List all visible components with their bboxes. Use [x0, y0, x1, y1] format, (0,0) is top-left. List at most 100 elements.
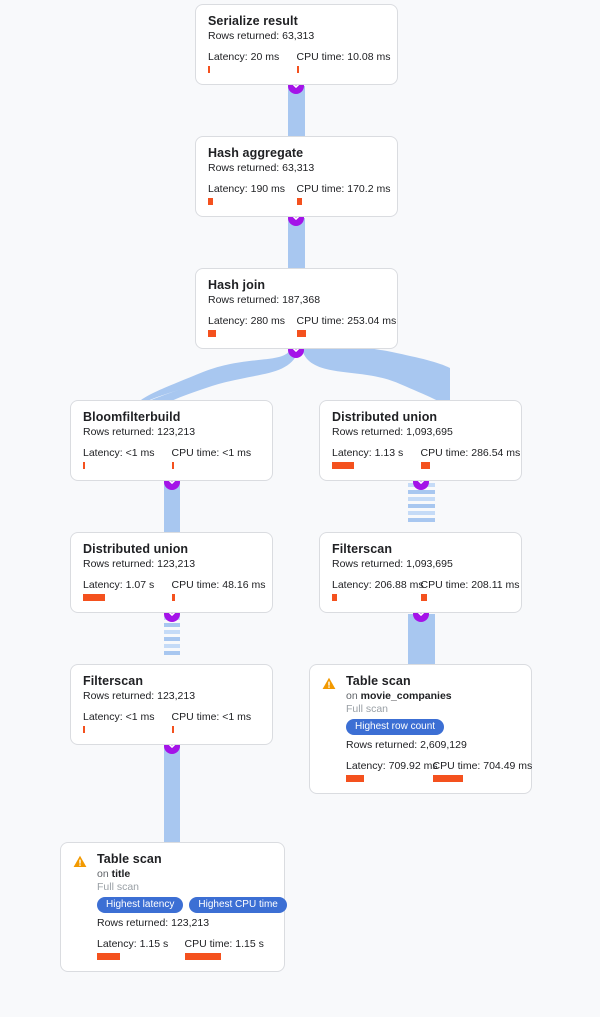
cpu-bar: [171, 726, 174, 733]
cpu-metric: CPU time: 1.15 s: [184, 938, 273, 960]
edge-distributedunion-to-filterscan-left: [164, 616, 180, 655]
latency-label: Latency: 206.88 ms: [332, 579, 424, 591]
cpu-label: CPU time: 704.49 ms: [432, 760, 533, 772]
node-title: Filterscan: [83, 674, 144, 688]
node-metrics: Latency: <1 ms CPU time: <1 ms: [83, 447, 260, 469]
node-rows-returned: Rows returned: 2,609,129: [346, 739, 467, 751]
cpu-label: CPU time: 208.11 ms: [420, 579, 520, 591]
latency-bar: [97, 953, 120, 960]
latency-bar: [332, 594, 337, 601]
node-title: Bloomfilterbuild: [83, 410, 181, 424]
edge-hashjoin-to-bloomfilterbuild: [141, 350, 293, 404]
node-metrics: Latency: 206.88 ms CPU time: 208.11 ms: [332, 579, 520, 601]
status-badge-latency[interactable]: Highest latency: [97, 897, 184, 913]
edge-serialize-to-hashaggregate: [288, 86, 305, 138]
plan-node-distributed-union-left[interactable]: Distributed union Rows returned: 123,213…: [70, 532, 273, 613]
node-rows-returned: Rows returned: 187,368: [208, 294, 321, 306]
cpu-bar: [432, 775, 463, 782]
cpu-bar: [296, 330, 306, 337]
node-metrics: Latency: 1.13 s CPU time: 286.54 ms: [332, 447, 521, 469]
cpu-metric: CPU time: <1 ms: [171, 447, 261, 469]
cpu-metric: CPU time: 253.04 ms: [296, 315, 396, 337]
plan-node-filterscan-left[interactable]: Filterscan Rows returned: 123,213 Latenc…: [70, 664, 273, 745]
warning-triangle-icon: [322, 677, 336, 690]
edge-filterscan-to-tablescan-right: [408, 614, 435, 666]
cpu-bar: [171, 594, 175, 601]
latency-metric: Latency: <1 ms: [83, 447, 172, 469]
latency-bar: [208, 330, 216, 337]
plan-node-filterscan-right[interactable]: Filterscan Rows returned: 1,093,695 Late…: [319, 532, 522, 613]
latency-bar: [332, 462, 354, 469]
cpu-label: CPU time: <1 ms: [171, 447, 252, 459]
node-metrics: Latency: 190 ms CPU time: 170.2 ms: [208, 183, 391, 205]
cpu-metric: CPU time: 170.2 ms: [296, 183, 391, 205]
latency-metric: Latency: 206.88 ms: [332, 579, 424, 601]
latency-metric: Latency: 190 ms: [208, 183, 297, 205]
edge-hashjoin-to-distributedunion-right: [302, 345, 450, 408]
plan-node-hash-aggregate[interactable]: Hash aggregate Rows returned: 63,313 Lat…: [195, 136, 398, 217]
plan-node-bloomfilterbuild[interactable]: Bloomfilterbuild Rows returned: 123,213 …: [70, 400, 273, 481]
latency-bar: [208, 198, 213, 205]
node-table-reference: on title: [97, 868, 272, 880]
node-metrics: Latency: 20 ms CPU time: 10.08 ms: [208, 51, 391, 73]
node-title: Table scan: [97, 852, 162, 866]
latency-label: Latency: 709.92 ms: [346, 760, 438, 772]
plan-node-distributed-union-right[interactable]: Distributed union Rows returned: 1,093,6…: [319, 400, 522, 481]
status-badge[interactable]: Highest row count: [346, 719, 445, 735]
latency-label: Latency: 1.07 s: [83, 579, 155, 591]
plan-node-table-scan-movie-companies[interactable]: Table scan on movie_companies Full scan …: [309, 664, 532, 794]
cpu-bar: [171, 462, 174, 469]
cpu-bar: [184, 953, 221, 960]
node-title: Hash join: [208, 278, 266, 292]
plan-node-table-scan-title[interactable]: Table scan on title Full scan Highest la…: [60, 842, 287, 972]
latency-metric: Latency: <1 ms: [83, 711, 172, 733]
status-badge-cpu[interactable]: Highest CPU time: [189, 897, 287, 913]
node-scan-type: Full scan: [97, 881, 140, 893]
node-table-reference: on movie_companies: [346, 690, 519, 702]
latency-bar: [208, 66, 210, 73]
cpu-bar: [296, 66, 299, 73]
latency-metric: Latency: 20 ms: [208, 51, 297, 73]
node-rows-returned: Rows returned: 123,213: [83, 558, 196, 570]
edge-bloomfilterbuild-to-distributedunion: [164, 482, 180, 534]
warning-triangle-icon: [73, 855, 87, 868]
latency-label: Latency: 1.13 s: [332, 447, 404, 459]
node-rows-returned: Rows returned: 63,313: [208, 30, 315, 42]
cpu-bar: [420, 462, 430, 469]
cpu-label: CPU time: 10.08 ms: [296, 51, 391, 63]
on-prefix: on: [97, 868, 112, 880]
node-metrics: Latency: 1.07 s CPU time: 48.16 ms: [83, 579, 266, 601]
cpu-bar: [420, 594, 427, 601]
node-badges: Highest latency Highest CPU time: [97, 897, 287, 913]
cpu-metric: CPU time: <1 ms: [171, 711, 261, 733]
cpu-label: CPU time: 286.54 ms: [420, 447, 521, 459]
edge-filterscan-to-tablescan-left: [164, 746, 180, 844]
node-rows-returned: Rows returned: 63,313: [208, 162, 315, 174]
cpu-label: CPU time: 48.16 ms: [171, 579, 266, 591]
edge-distributedunion-to-filterscan-right: [408, 483, 435, 522]
node-metrics: Latency: 280 ms CPU time: 253.04 ms: [208, 315, 396, 337]
latency-metric: Latency: 1.07 s: [83, 579, 172, 601]
cpu-metric: CPU time: 286.54 ms: [420, 447, 521, 469]
plan-node-hash-join[interactable]: Hash join Rows returned: 187,368 Latency…: [195, 268, 398, 349]
table-name: title: [111, 868, 131, 880]
latency-metric: Latency: 1.15 s: [97, 938, 185, 960]
latency-metric: Latency: 280 ms: [208, 315, 297, 337]
edge-hashaggregate-to-hashjoin: [288, 218, 305, 270]
node-rows-returned: Rows returned: 123,213: [83, 690, 196, 702]
node-scan-type: Full scan: [346, 703, 389, 715]
node-rows-returned: Rows returned: 123,213: [97, 917, 210, 929]
cpu-metric: CPU time: 10.08 ms: [296, 51, 391, 73]
node-title: Serialize result: [208, 14, 298, 28]
node-metrics: Latency: 1.15 s CPU time: 1.15 s: [97, 938, 272, 960]
cpu-label: CPU time: 170.2 ms: [296, 183, 391, 195]
plan-node-serialize-result[interactable]: Serialize result Rows returned: 63,313 L…: [195, 4, 398, 85]
node-rows-returned: Rows returned: 123,213: [83, 426, 196, 438]
latency-bar: [83, 726, 85, 733]
cpu-label: CPU time: 1.15 s: [184, 938, 264, 950]
latency-label: Latency: 20 ms: [208, 51, 280, 63]
cpu-metric: CPU time: 704.49 ms: [432, 760, 533, 782]
latency-label: Latency: 280 ms: [208, 315, 286, 327]
node-rows-returned: Rows returned: 1,093,695: [332, 426, 453, 438]
